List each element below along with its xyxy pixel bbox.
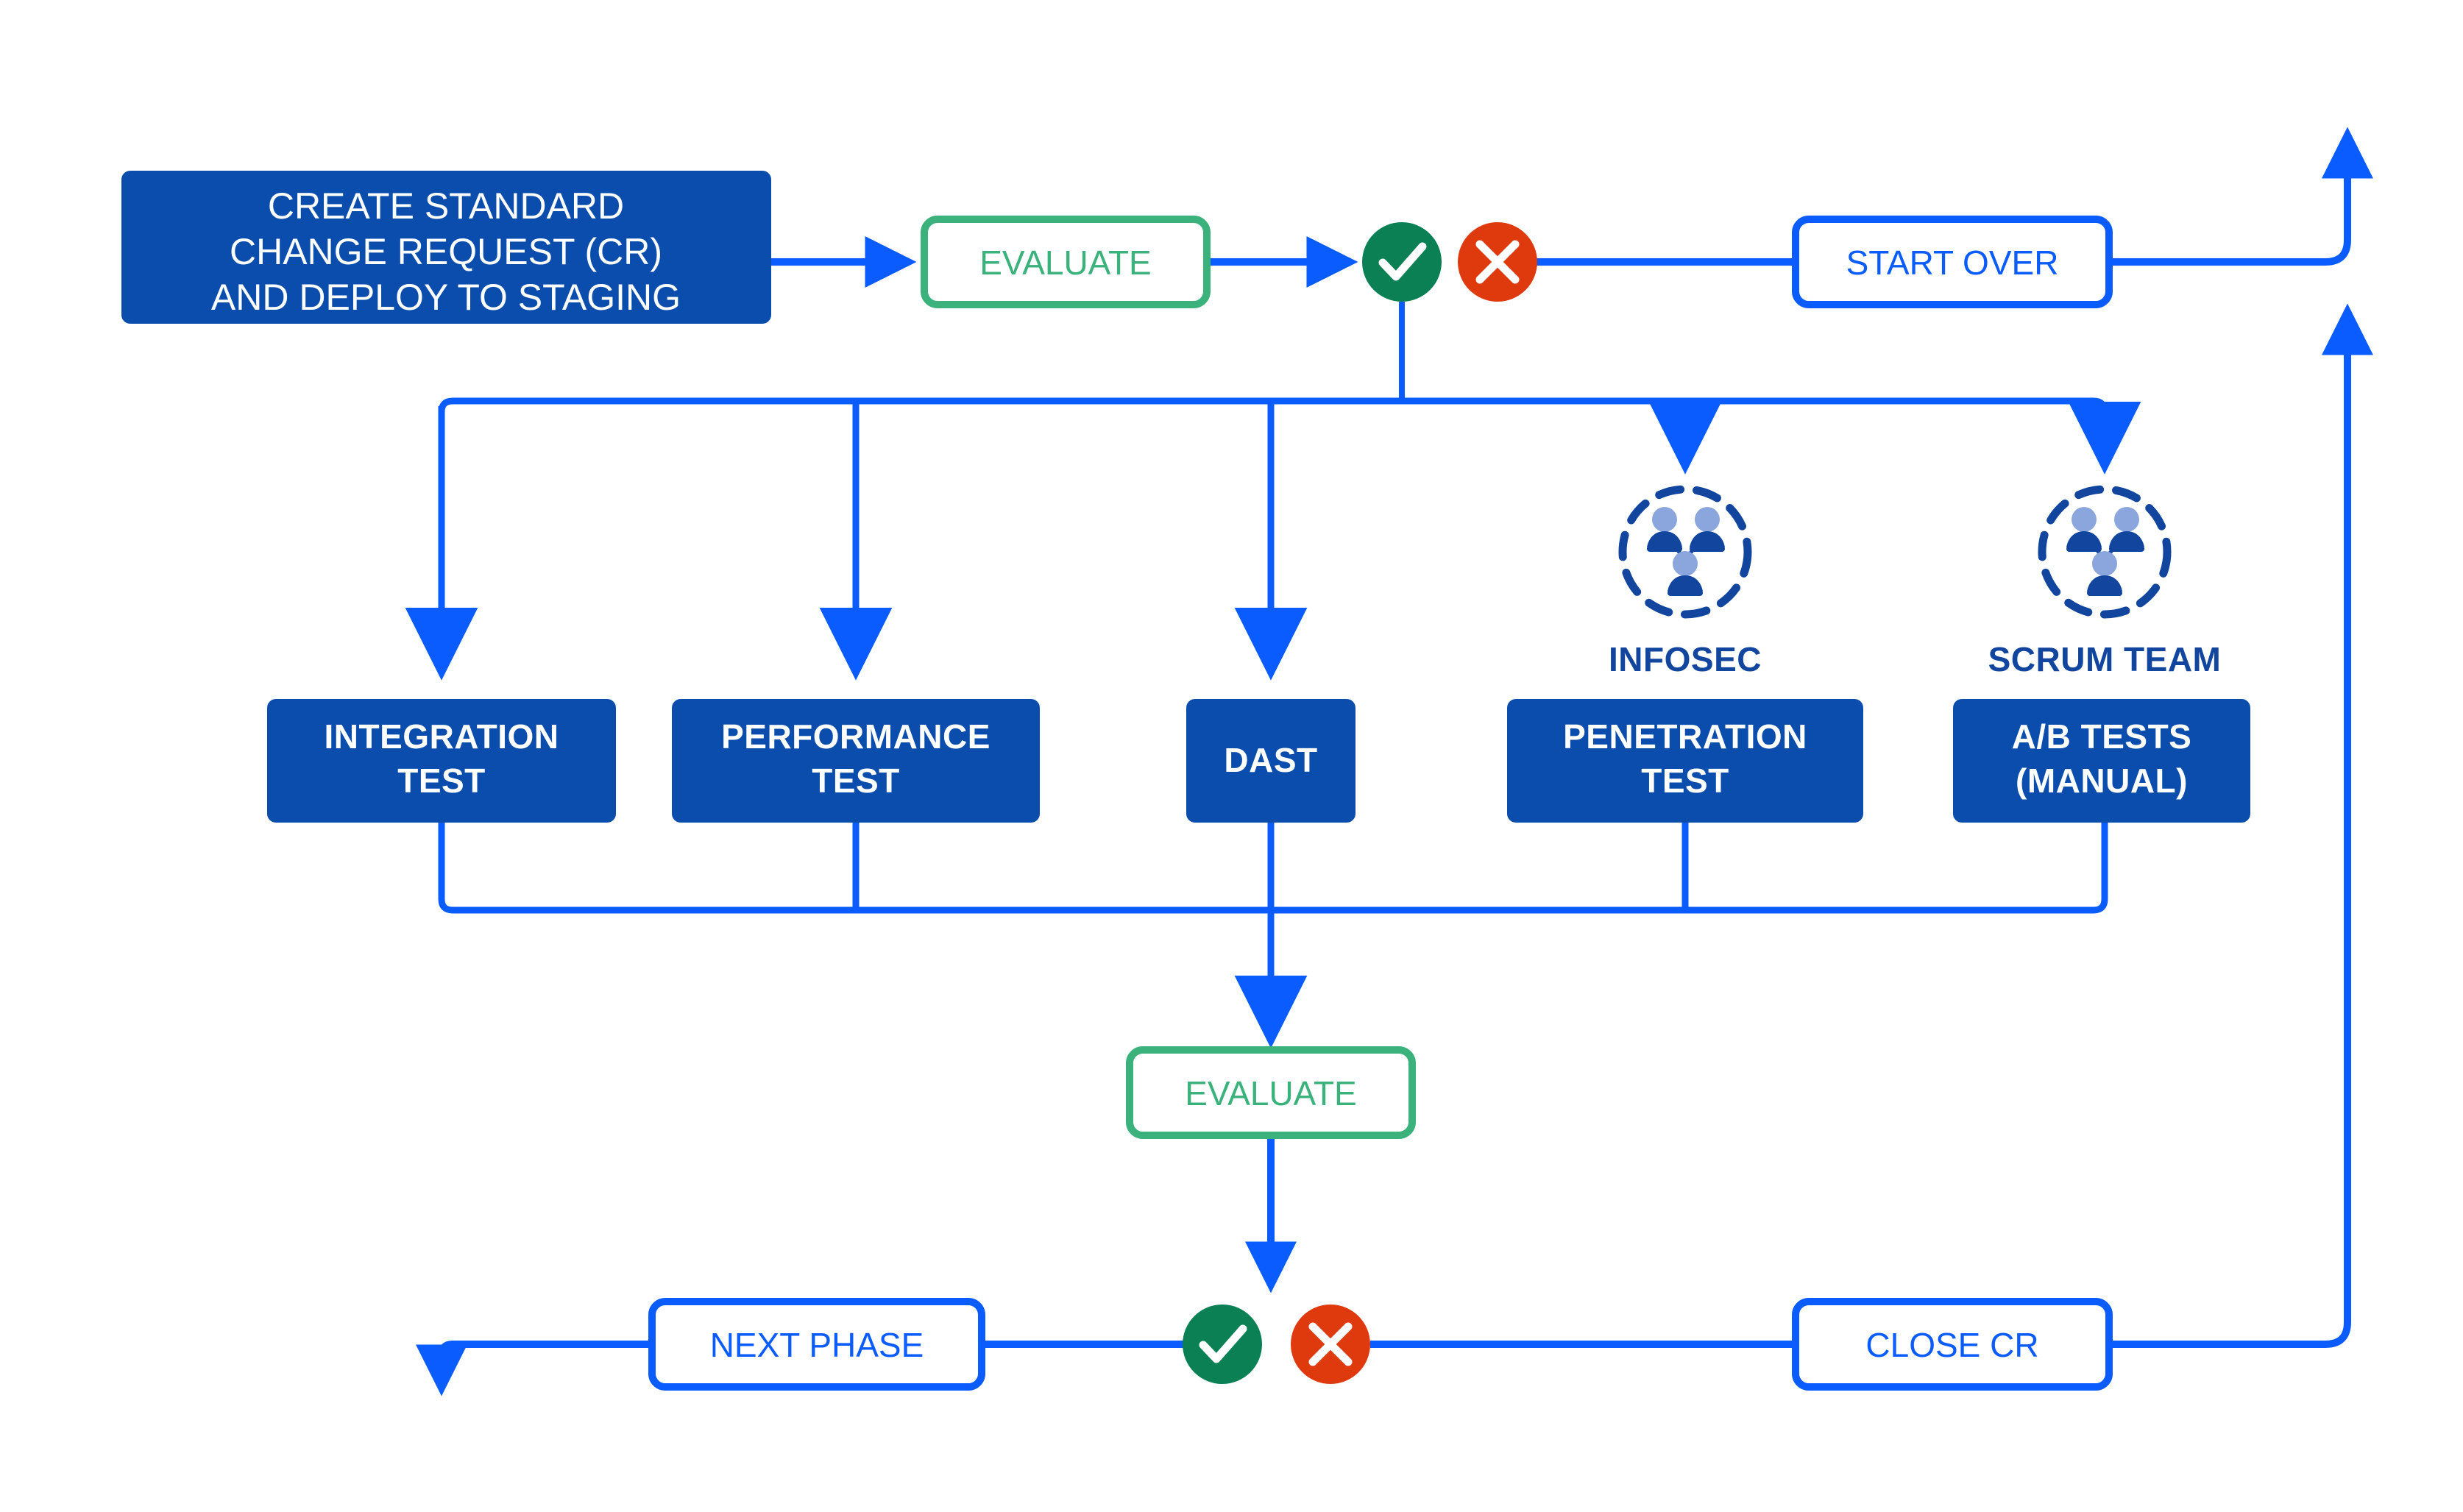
evaluate-bottom-label: EVALUATE <box>1185 1074 1356 1112</box>
check-glyph <box>1199 1324 1247 1363</box>
ab-tests-line-2: (MANUAL) <box>2016 762 2188 800</box>
decision-bottom-approve[interactable] <box>1183 1305 1262 1384</box>
node-penetration-test[interactable]: PENETRATION TEST <box>1507 699 1863 823</box>
node-close-cr[interactable]: CLOSE CR <box>1792 1298 2113 1391</box>
performance-test-line-2: TEST <box>812 762 900 800</box>
node-integration-test[interactable]: INTEGRATION TEST <box>267 699 616 823</box>
start-over-label: START OVER <box>1846 244 2059 282</box>
decision-bottom-reject[interactable] <box>1291 1305 1370 1384</box>
edge-merge-corner-right <box>2093 898 2108 914</box>
integration-test-line-2: TEST <box>397 762 486 800</box>
close-cr-label: CLOSE CR <box>1865 1326 2038 1364</box>
next-phase-label: NEXT PHASE <box>710 1326 924 1364</box>
create-cr-line-1: CREATE STANDARD <box>268 185 624 227</box>
team-group-icon-ring <box>1618 485 1752 619</box>
x-glyph <box>1308 1322 1353 1366</box>
edge-start-over-loop <box>2109 127 2373 266</box>
ab-tests-line-1: A/B TESTS <box>2012 717 2192 756</box>
node-next-phase[interactable]: NEXT PHASE <box>648 1298 985 1391</box>
node-performance-test[interactable]: PERFORMANCE TEST <box>672 699 1040 823</box>
edge-next-phase-exit <box>416 1341 655 1396</box>
actor-infosec-label: INFOSEC <box>1609 640 1762 678</box>
node-ab-tests[interactable]: A/B TESTS (MANUAL) <box>1953 699 2250 823</box>
node-evaluate-top[interactable]: EVALUATE <box>921 216 1211 308</box>
node-create-cr[interactable]: CREATE STANDARD CHANGE REQUEST (CR) AND … <box>121 171 771 324</box>
node-dast[interactable]: DAST <box>1186 699 1355 823</box>
evaluate-top-label: EVALUATE <box>979 244 1151 282</box>
decision-top-reject[interactable] <box>1458 222 1537 302</box>
edge-close-cr-loop <box>2109 303 2373 1348</box>
node-evaluate-bottom[interactable]: EVALUATE <box>1126 1046 1416 1139</box>
penetration-test-line-2: TEST <box>1641 762 1729 800</box>
actor-scrum-team-label: SCRUM TEAM <box>1988 640 2222 678</box>
check-glyph <box>1378 242 1427 281</box>
dast-line-1: DAST <box>1224 741 1317 779</box>
team-group-icon <box>2066 507 2144 596</box>
integration-test-line-1: INTEGRATION <box>325 717 559 756</box>
check-circle-icon[interactable] <box>1183 1305 1262 1384</box>
actor-scrum-team[interactable]: SCRUM TEAM <box>1988 485 2222 678</box>
create-cr-line-3: AND DEPLOY TO STAGING <box>211 277 681 318</box>
edge-merge-corner-left <box>438 898 453 914</box>
performance-test-line-1: PERFORMANCE <box>721 717 990 756</box>
node-start-over[interactable]: START OVER <box>1792 216 2113 308</box>
penetration-test-line-1: PENETRATION <box>1563 717 1807 756</box>
team-group-icon-ring <box>2038 485 2172 619</box>
check-circle-icon[interactable] <box>1362 222 1442 302</box>
decision-top-approve[interactable] <box>1362 222 1442 302</box>
connector-layer <box>405 127 2373 1396</box>
create-cr-line-2: CHANGE REQUEST (CR) <box>230 231 662 272</box>
x-glyph <box>1475 240 1520 284</box>
actor-infosec[interactable]: INFOSEC <box>1609 485 1762 678</box>
team-group-icon <box>1647 507 1725 596</box>
